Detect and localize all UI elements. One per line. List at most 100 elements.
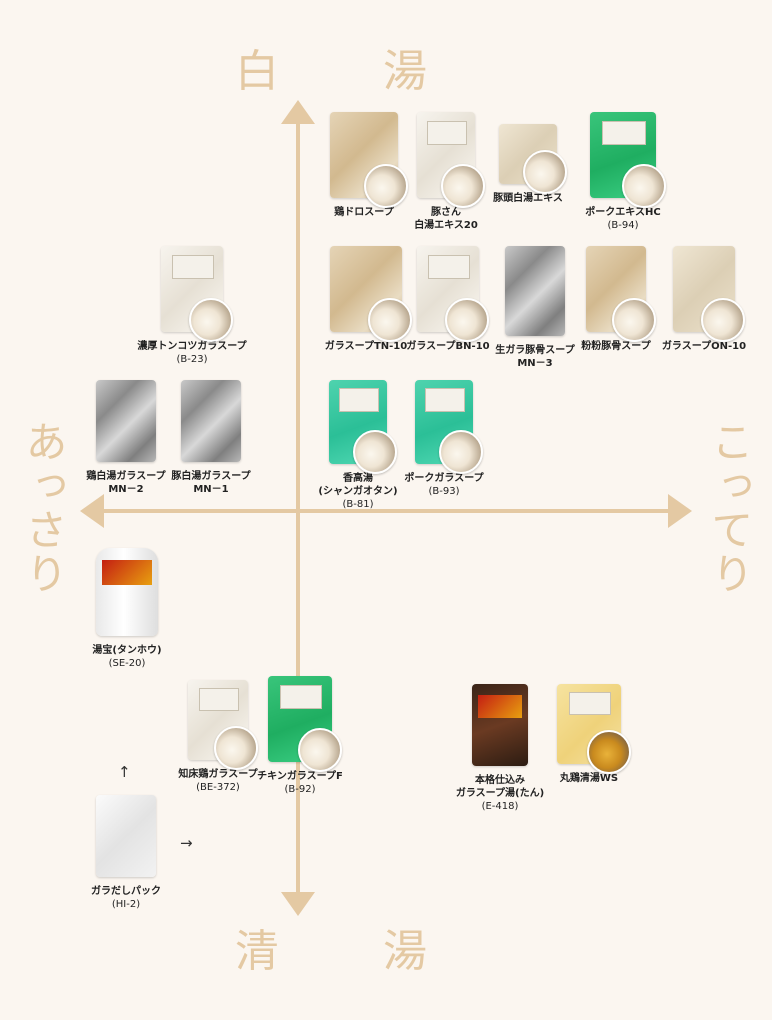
product-p04: ポークエキスHC (B-94) xyxy=(563,112,683,232)
package-image xyxy=(96,795,156,877)
product-image xyxy=(505,246,565,336)
soup-bowl-icon xyxy=(441,164,485,208)
product-p18: 本格仕込みガラスープ湯(たん)(E-418) xyxy=(440,684,560,813)
product-name-line: (シャンガオタン) xyxy=(318,486,398,497)
product-image xyxy=(417,112,485,208)
small-right-arrow-icon: → xyxy=(180,834,193,852)
product-name: 豚さん白湯エキス20 xyxy=(414,206,478,232)
arrow-left-icon xyxy=(80,494,104,528)
product-name-line: 丸鶏清湯WS xyxy=(559,773,619,784)
arrow-down-icon xyxy=(281,892,315,916)
product-code: (B-92) xyxy=(284,784,316,795)
product-p11: 香高湯 (シャンガオタン) (B-81) xyxy=(298,380,418,511)
package-label xyxy=(339,388,379,413)
soup-bowl-icon xyxy=(439,430,483,474)
package-label xyxy=(279,684,323,709)
product-name-line: ポークガラスープ xyxy=(404,473,484,484)
product-p20: ガラだしパック(HI-2) xyxy=(66,795,186,911)
product-name-line: MN－1 xyxy=(193,484,229,495)
product-code: (B-94) xyxy=(607,220,639,231)
product-code: (SE-20) xyxy=(108,658,146,669)
package-label xyxy=(198,688,240,711)
package-label xyxy=(568,692,612,715)
product-name: ポークガラスープ xyxy=(404,472,483,485)
package-label xyxy=(427,120,467,145)
product-p09: ガラスープON-10 xyxy=(644,246,764,353)
product-name-line: 白湯エキス20 xyxy=(414,220,478,231)
soup-bowl-icon xyxy=(364,164,408,208)
product-name: 豚頭白湯エキス xyxy=(493,192,563,205)
package-image xyxy=(181,380,241,462)
package-label xyxy=(172,254,214,279)
product-name: ガラスープTN-10 xyxy=(325,340,407,353)
product-p02: 豚さん白湯エキス20 xyxy=(386,112,506,232)
product-name: 鶏ドロスープ xyxy=(334,206,393,219)
arrow-up-icon xyxy=(281,100,315,124)
product-code: (E-418) xyxy=(481,801,519,812)
product-name-line: 香高湯 xyxy=(342,473,373,484)
product-image xyxy=(268,676,342,772)
product-name-line: 豚さん xyxy=(431,207,461,218)
product-name: 知床鶏ガラスープ xyxy=(178,768,257,781)
product-image xyxy=(96,548,158,636)
product-p19: 丸鶏清湯WS xyxy=(529,684,649,785)
product-image xyxy=(590,112,666,208)
product-p17: チキンガラスープF(B-92) xyxy=(240,676,360,796)
product-name-line: ガラだしパック xyxy=(91,886,161,897)
axis-label-right: こってり xyxy=(705,420,754,596)
soup-bowl-icon xyxy=(353,430,397,474)
product-p05: ガラスープTN-10 xyxy=(306,246,426,353)
package-label xyxy=(477,695,523,719)
product-p14: 豚白湯ガラスープ MN－1 xyxy=(151,380,271,496)
product-p12: ポークガラスープ (B-93) xyxy=(384,380,504,498)
product-image xyxy=(472,684,528,766)
product-name-line: 湯宝(タンホウ) xyxy=(92,645,162,656)
product-image xyxy=(673,246,745,342)
arrow-right-icon xyxy=(668,494,692,528)
product-code: (B-81) xyxy=(342,499,374,510)
small-up-arrow-icon: ↑ xyxy=(118,763,131,781)
product-p06: ガラスープBN-10 xyxy=(388,246,508,353)
product-name: 濃厚トンコツガラスープ xyxy=(137,340,246,353)
product-name: 本格仕込みガラスープ湯(たん) xyxy=(456,774,544,800)
soup-bowl-icon xyxy=(445,298,489,342)
product-name-line: 本格仕込み xyxy=(475,775,525,786)
product-p15: 湯宝(タンホウ) (SE-20) xyxy=(67,548,187,670)
soup-bowl-icon xyxy=(214,726,258,770)
product-name-line: 豚白湯ガラスープ xyxy=(171,471,251,482)
product-name: 湯宝(タンホウ) xyxy=(92,644,161,657)
product-name: 丸鶏清湯WS xyxy=(560,772,618,785)
soup-bowl-icon xyxy=(622,164,666,208)
product-image xyxy=(96,795,156,877)
product-name: ガラスープBN-10 xyxy=(406,340,489,353)
product-name-line: 粉粉豚骨スープ xyxy=(581,341,651,352)
package-image xyxy=(96,548,158,636)
product-name: 香高湯 (シャンガオタン) xyxy=(318,472,397,498)
product-name-line: ポークエキスHC xyxy=(585,207,661,218)
product-image xyxy=(330,246,412,342)
product-image xyxy=(161,246,233,342)
product-p16: 知床鶏ガラスープ(BE-372) xyxy=(158,680,278,794)
product-code: (B-23) xyxy=(176,354,208,365)
axis-label-top: 白 湯 xyxy=(235,46,457,97)
product-image xyxy=(586,246,656,342)
axis-label-bottom: 清 湯 xyxy=(235,926,457,977)
product-name-line: 鶏白湯ガラスープ xyxy=(86,471,166,482)
product-p10: 濃厚トンコツガラスープ(B-23) xyxy=(132,246,252,366)
product-name-line: ガラスープBN-10 xyxy=(406,341,490,352)
product-image xyxy=(499,124,567,194)
product-name-line: ガラスープ湯(たん) xyxy=(455,788,545,799)
soup-bowl-icon xyxy=(587,730,631,774)
product-p13: 鶏白湯ガラスープ MN－2 xyxy=(66,380,186,496)
product-p03: 豚頭白湯エキス xyxy=(468,124,588,205)
package-label xyxy=(601,120,647,145)
product-name-line: MN－2 xyxy=(108,484,144,495)
product-name-line: 豚頭白湯エキス xyxy=(493,193,563,204)
soup-bowl-icon xyxy=(368,298,412,342)
axis-label-left: あっさり xyxy=(19,420,68,596)
product-code: (B-93) xyxy=(428,486,460,497)
